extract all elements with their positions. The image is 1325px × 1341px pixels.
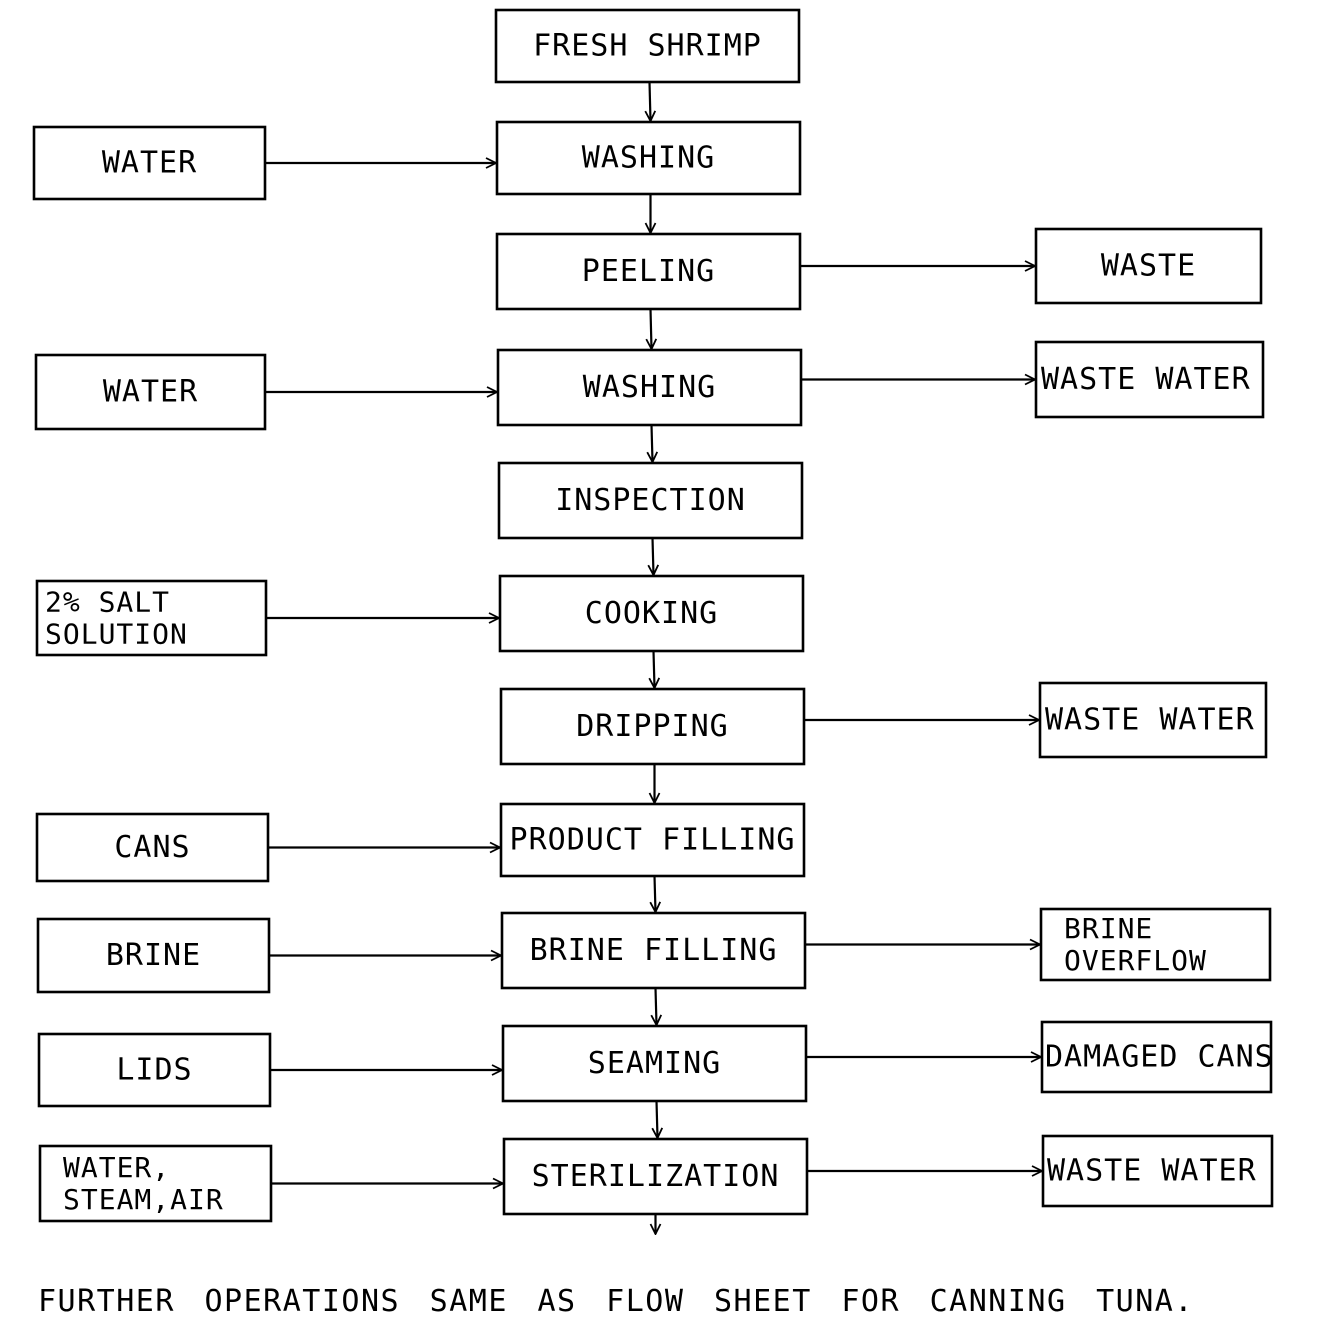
brine-filling-frame — [500, 911, 807, 990]
output-waste-box: WASTE — [1034, 227, 1263, 305]
input-water-2-label: WATER — [103, 375, 198, 410]
output-waste-water-3-box: WASTE WATER — [1041, 1134, 1274, 1208]
peeling-label: PEELING — [582, 254, 715, 289]
output-damaged-cans-frame — [1040, 1020, 1273, 1094]
sterilization-box: STERILIZATION — [502, 1137, 809, 1216]
input-water-steam-air-label-2: STEAM,AIR — [63, 1183, 224, 1216]
input-cans-frame — [35, 812, 270, 883]
output-brine-overflow-label-1: BRINE — [1064, 912, 1153, 945]
fresh-shrimp-label: FRESH SHRIMP — [533, 29, 762, 64]
seaming-label: SEAMING — [588, 1046, 721, 1081]
output-damaged-cans-label: DAMAGED CANS — [1045, 1040, 1274, 1075]
output-waste-water-1-frame — [1034, 340, 1265, 419]
flow-arrow-peeling — [651, 308, 652, 349]
fresh-shrimp-box: FRESH SHRIMP — [494, 8, 801, 84]
seaming-frame — [501, 1024, 808, 1103]
inspection-frame — [497, 461, 804, 540]
product-filling-frame — [499, 802, 806, 878]
input-water-2-box: WATER — [34, 353, 267, 431]
output-brine-overflow-frame — [1039, 907, 1272, 982]
output-waste-frame — [1034, 227, 1263, 305]
input-lids-box: LIDS — [37, 1032, 272, 1108]
input-salt-solution-label-1: 2% SALT — [45, 586, 170, 619]
input-water-1-frame — [32, 125, 267, 201]
washing-2-label: WASHING — [583, 370, 716, 405]
inspection-label: INSPECTION — [555, 483, 746, 518]
flow-arrow-product-filling — [655, 875, 656, 912]
input-brine-label: BRINE — [106, 938, 201, 973]
output-waste-water-1-label: WASTE WATER — [1041, 362, 1251, 397]
input-cans-box: CANS — [35, 812, 270, 883]
input-water-1-label: WATER — [102, 146, 197, 181]
input-water-1-box: WATER — [32, 125, 267, 201]
input-water-steam-air-label-1: WATER, — [63, 1151, 170, 1184]
dripping-label: DRIPPING — [576, 709, 729, 744]
cooking-label: COOKING — [585, 596, 718, 631]
input-water-2-frame — [34, 353, 267, 431]
input-brine-box: BRINE — [36, 917, 271, 994]
output-brine-overflow-label-2: OVERFLOW — [1064, 944, 1207, 977]
input-cans-label: CANS — [114, 830, 190, 865]
washing-1-box: WASHING — [495, 120, 802, 196]
inspection-box: INSPECTION — [497, 461, 804, 540]
product-filling-label: PRODUCT FILLING — [510, 823, 796, 858]
peeling-frame — [495, 232, 802, 311]
flow-arrow-cooking — [654, 650, 655, 688]
output-damaged-cans-box: DAMAGED CANS — [1040, 1020, 1274, 1094]
flow-arrow-inspection — [653, 537, 654, 575]
output-waste-water-3-label: WASTE WATER — [1047, 1154, 1257, 1189]
connector-lines — [265, 81, 1042, 1234]
footer-note: FURTHER OPERATIONS SAME AS FLOW SHEET FO… — [38, 1284, 1194, 1319]
brine-filling-box: BRINE FILLING — [500, 911, 807, 990]
cooking-box: COOKING — [498, 574, 805, 653]
output-waste-water-2-frame — [1038, 681, 1268, 759]
brine-filling-label: BRINE FILLING — [530, 933, 778, 968]
input-salt-solution-label-2: SOLUTION — [45, 618, 188, 651]
flow-arrow-seaming — [657, 1100, 658, 1138]
flow-arrow-washing-2 — [652, 424, 653, 462]
fresh-shrimp-frame — [494, 8, 801, 84]
input-lids-frame — [37, 1032, 272, 1108]
input-water-steam-air-frame — [38, 1144, 273, 1223]
output-waste-water-1-box: WASTE WATER — [1034, 340, 1265, 419]
input-water-steam-air-box: WATER,STEAM,AIR — [38, 1144, 273, 1223]
flow-boxes: FRESH SHRIMP WASHING PEELING WASHING INSPECT… — [32, 8, 1274, 1223]
product-filling-box: PRODUCT FILLING — [499, 802, 806, 878]
input-brine-frame — [36, 917, 271, 994]
flow-arrow-fresh-shrimp — [650, 81, 651, 121]
dripping-frame — [499, 687, 806, 766]
seaming-box: SEAMING — [501, 1024, 808, 1103]
washing-1-label: WASHING — [582, 141, 715, 176]
washing-2-frame — [496, 348, 803, 427]
flow-arrow-brine-filling — [656, 987, 657, 1025]
washing-2-box: WASHING — [496, 348, 803, 427]
dripping-box: DRIPPING — [499, 687, 806, 766]
output-waste-water-2-box: WASTE WATER — [1038, 681, 1268, 759]
input-salt-solution-frame — [35, 579, 268, 657]
sterilization-frame — [502, 1137, 809, 1216]
output-waste-water-3-frame — [1041, 1134, 1274, 1208]
washing-1-frame — [495, 120, 802, 196]
sterilization-label: STERILIZATION — [532, 1159, 780, 1194]
input-lids-label: LIDS — [116, 1053, 192, 1088]
output-waste-label: WASTE — [1101, 249, 1196, 284]
output-waste-water-2-label: WASTE WATER — [1045, 703, 1255, 738]
cooking-frame — [498, 574, 805, 653]
peeling-box: PEELING — [495, 232, 802, 311]
